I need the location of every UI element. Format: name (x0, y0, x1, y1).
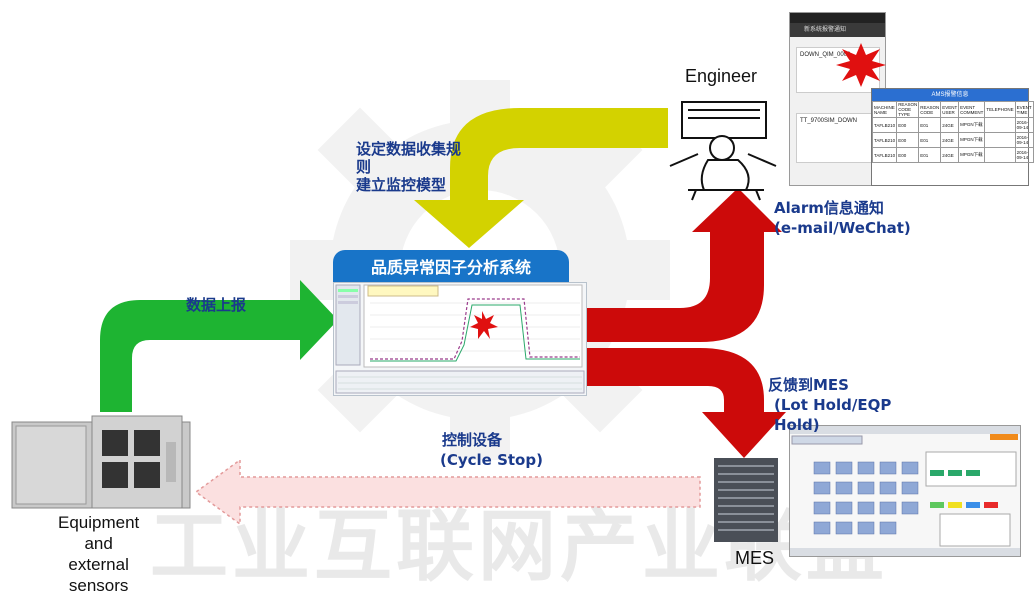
equipment-icon (11, 415, 191, 509)
table-row: TAFLB210 E00 E01 24GE MPGN下载 2016-09-14 (871, 132, 1034, 148)
table-header: REASON CODE (918, 101, 942, 118)
mes-screen (789, 425, 1021, 557)
phone-header: 新系统报警通知 (790, 23, 885, 37)
table-cell: E01 (918, 132, 942, 148)
table-header: EVENT TIME (1014, 101, 1034, 118)
equipment-label: Equipment and external sensors (58, 512, 139, 596)
table-cell: E00 (896, 132, 920, 148)
analysis-screen (333, 282, 587, 396)
table-cell: MPGN下载 (958, 147, 986, 163)
control-line: 控制设备 (442, 431, 503, 449)
phone-message: TT_9700SIM_DOWN (796, 113, 880, 163)
control-arrow (194, 458, 701, 526)
server-icon (714, 458, 778, 542)
table-header: EVENT COMMENT (958, 101, 986, 118)
table-cell: E01 (918, 147, 942, 163)
rule-setup-line: 设定数据收集规 (356, 140, 462, 158)
control-label: 控制设备 (Cycle Stop) (440, 430, 543, 470)
engineer-icon (669, 101, 777, 201)
control-line: (Cycle Stop) (440, 451, 543, 469)
rule-setup-label: 设定数据收集规 则 建立监控模型 (356, 140, 461, 194)
table-cell: MPGN下载 (958, 132, 986, 148)
table-cell: 2016-09-14 (1014, 147, 1034, 163)
green-data-arrow (100, 280, 338, 412)
table-cell: E00 (896, 147, 920, 163)
rule-setup-line: 建立监控模型 (356, 176, 447, 194)
equipment-line: external (68, 555, 129, 574)
table-header: REASON CODE TYPE (896, 101, 920, 118)
table-row: TAFLB210 E00 E01 24GE MPGN下载 2016-09-14 (871, 117, 1034, 133)
alarm-line: Alarm信息通知 (774, 199, 884, 217)
equipment-line: and (84, 534, 113, 553)
table-cell: 2016-09-14 (1014, 117, 1034, 133)
system-title: 品质异常因子分析系统 (333, 250, 569, 284)
alarm-burst-icon (836, 43, 886, 87)
table-cell: TAFLB210 (871, 132, 898, 148)
table-cell: 24GE (940, 147, 960, 163)
red-feedback-arrow (585, 348, 786, 458)
table-cell: E00 (896, 117, 920, 133)
table-cell: E01 (918, 117, 942, 133)
table-header: TELEPHONE (984, 101, 1016, 118)
table-header: MACHINE NAME (871, 101, 898, 118)
alarm-label: Alarm信息通知 (e-mail/WeChat) (774, 198, 911, 238)
table-cell: MPGN下载 (958, 117, 986, 133)
engineer-label: Engineer (685, 66, 758, 86)
table-cell (984, 147, 1016, 163)
data-report-label: 数据上报 (186, 296, 247, 314)
red-alarm-arrow (585, 188, 782, 342)
table-cell: 2016-09-14 (1014, 132, 1034, 148)
alarm-line: (e-mail/WeChat) (774, 219, 911, 237)
feedback-line: 反馈到MES (768, 376, 849, 394)
yellow-rule-arrow (414, 108, 668, 248)
table-header-row: MACHINE NAME REASON CODE TYPE REASON COD… (871, 101, 1034, 118)
phone-message-title: DOWN_QIM_0008 (800, 52, 851, 58)
table-cell (984, 132, 1016, 148)
table-cell: TAFLB210 (871, 147, 898, 163)
table-row: TAFLB210 E00 E01 24GE MPGN下载 2016-09-14 (871, 147, 1034, 163)
feedback-label: 反馈到MES (Lot Hold/EQP Hold) (768, 375, 891, 435)
table-cell (984, 117, 1016, 133)
phone-message-title: TT_9700SIM_DOWN (800, 118, 858, 124)
table-header: EVENT USER (940, 101, 960, 118)
phone-notification: 新系统报警通知 DOWN_QIM_0008 TT_9700SIM_DOWN (789, 12, 886, 186)
table-cell: 24GE (940, 117, 960, 133)
rule-setup-line: 则 (356, 158, 372, 176)
ams-alarm-table: AMS报警信息 MACHINE NAME REASON CODE TYPE RE… (871, 88, 1034, 186)
equipment-line: Equipment (58, 513, 140, 532)
table-cell: 24GE (940, 132, 960, 148)
ams-table-title: AMS报警信息 (872, 89, 1028, 101)
feedback-line: Hold) (774, 416, 820, 434)
mes-label: MES (735, 548, 775, 568)
table-cell: TAFLB210 (871, 117, 898, 133)
feedback-line: (Lot Hold/EQP (774, 396, 892, 414)
equipment-line: sensors (68, 576, 129, 595)
